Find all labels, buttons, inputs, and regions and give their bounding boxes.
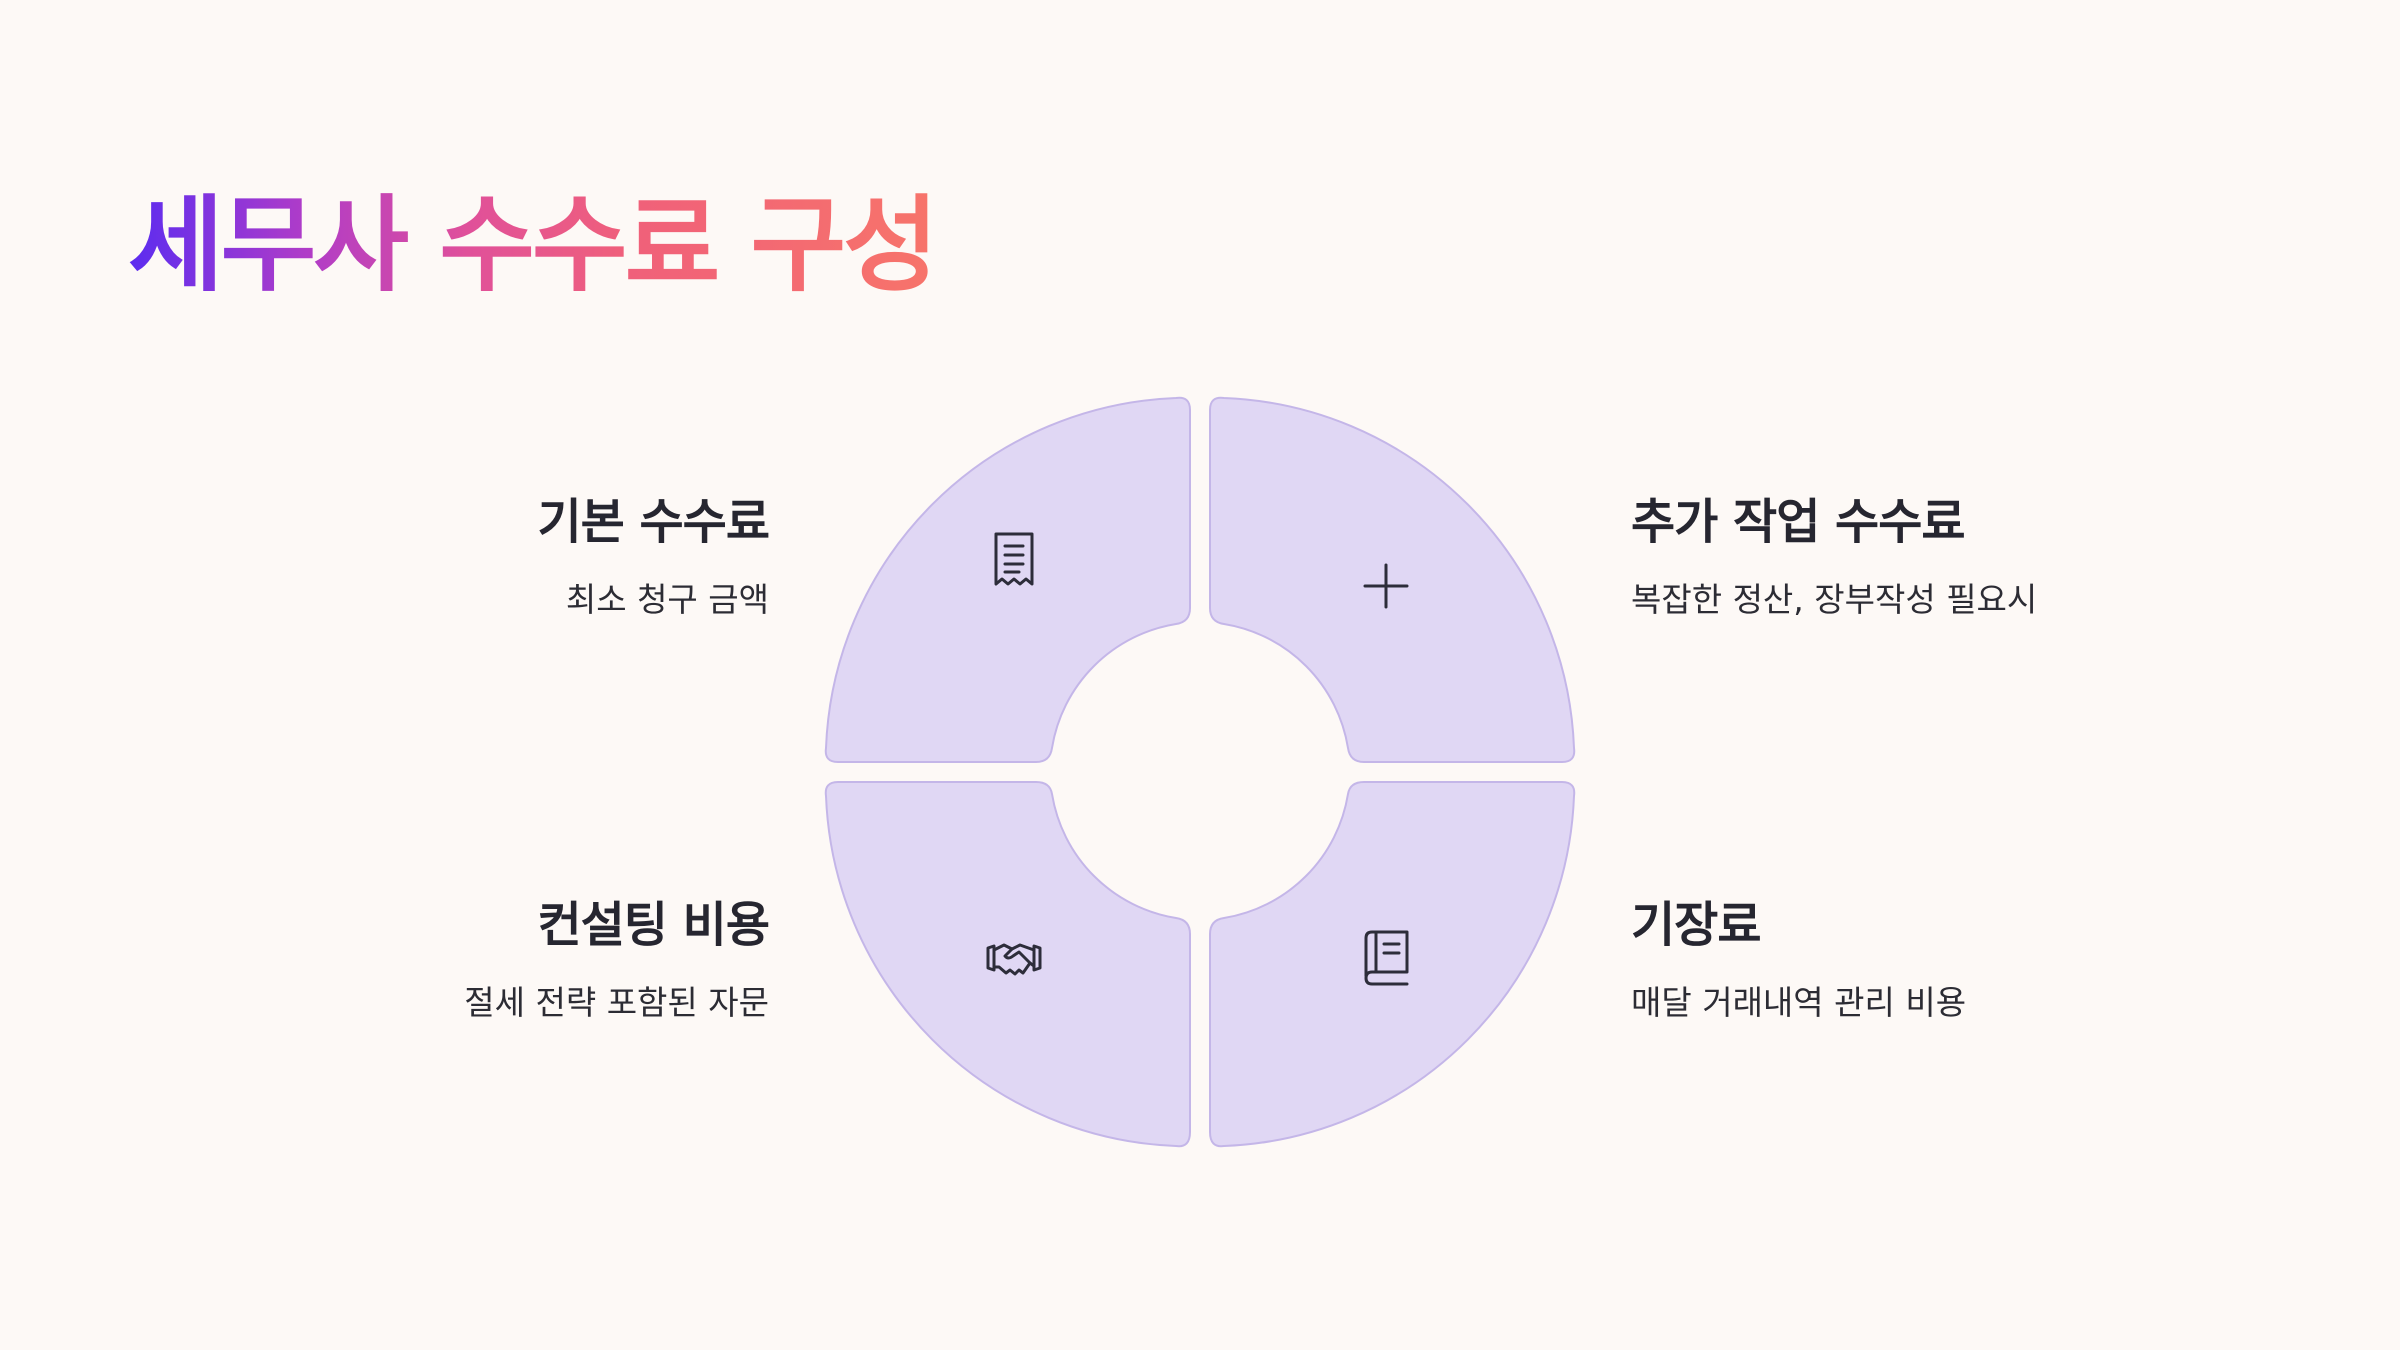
- segment-label-bottom-left: 컨설팅 비용 절세 전략 포함된 자문: [464, 897, 770, 1022]
- page-title: 세무사 수수료 구성: [128, 184, 939, 306]
- segment-top-left: [824, 396, 1191, 763]
- receipt-icon: [994, 532, 1034, 586]
- segment-label-top-left: 기본 수수료 최소 청구 금액: [537, 494, 770, 619]
- segment-heading: 추가 작업 수수료: [1631, 494, 1966, 550]
- handshake-icon: [986, 943, 1042, 976]
- segment-heading: 기장료: [1631, 897, 1761, 953]
- segment-description: 최소 청구 금액: [565, 579, 769, 619]
- segment-description: 절세 전략 포함된 자문: [464, 982, 769, 1022]
- segment-heading: 기본 수수료: [537, 494, 770, 550]
- segment-label-top-right: 추가 작업 수수료 복잡한 정산, 장부작성 필요시: [1631, 494, 2037, 619]
- segment-heading: 컨설팅 비용: [537, 897, 770, 953]
- segment-bottom-right: [1209, 781, 1576, 1148]
- segment-label-bottom-right: 기장료 매달 거래내역 관리 비용: [1631, 897, 1966, 1022]
- segment-description: 복잡한 정산, 장부작성 필요시: [1631, 579, 2038, 619]
- book-icon: [1364, 930, 1409, 986]
- plus-icon: [1363, 563, 1409, 609]
- segment-description: 매달 거래내역 관리 비용: [1631, 982, 1967, 1022]
- segment-bottom-left: [824, 781, 1191, 1148]
- segment-top-right: [1209, 396, 1576, 763]
